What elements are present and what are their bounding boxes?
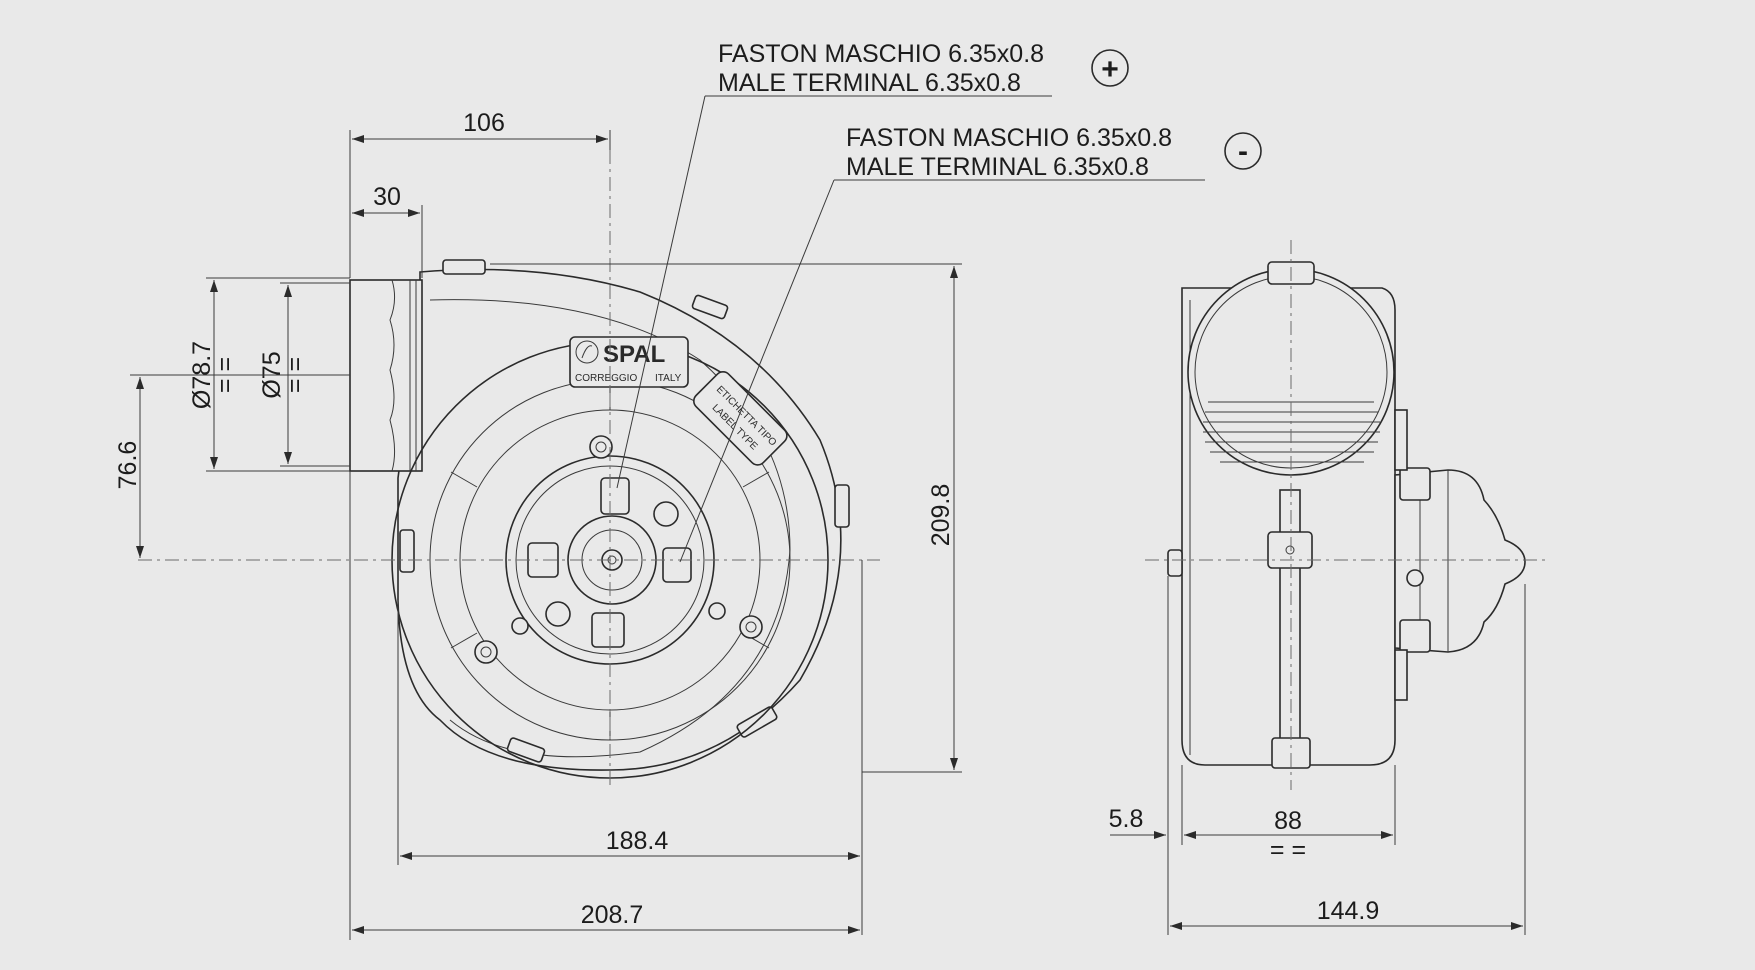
outlet-seam <box>389 279 396 472</box>
terminal-tab <box>591 612 625 648</box>
dimensions-side: 5.8 88 = = 144.9 <box>1109 576 1526 935</box>
note-positive-terminal: FASTON MASCHIO 6.35x0.8 MALE TERMINAL 6.… <box>616 40 1129 489</box>
housing-clip <box>834 484 850 528</box>
logo-brand: SPAL <box>603 341 665 368</box>
housing-clip <box>506 737 546 763</box>
side-terminal <box>1399 619 1431 653</box>
side-motor-screw <box>1406 569 1424 587</box>
note-positive-line1: FASTON MASCHIO 6.35x0.8 <box>718 40 1044 68</box>
dim-188-4: 188.4 <box>606 827 669 855</box>
dim-208-7: 208.7 <box>581 901 644 929</box>
dim-144-9: 144.9 <box>1317 897 1380 925</box>
side-bracket <box>1394 649 1408 701</box>
housing-clip <box>691 294 729 320</box>
housing-clip <box>399 529 415 573</box>
positive-symbol: + <box>1101 53 1119 86</box>
dim-88: 88 <box>1274 807 1302 835</box>
side-center-rod <box>1279 489 1301 741</box>
front-view: SPAL CORREGGIO ITALY ETICHETTA TIPO LABE… <box>138 150 880 790</box>
logo-right-text: ITALY <box>655 373 682 384</box>
outlet-duct <box>349 279 423 472</box>
housing-clip <box>442 259 486 275</box>
logo-left-text: CORREGGIO <box>575 373 637 384</box>
spal-logo: SPAL CORREGGIO ITALY <box>569 336 689 388</box>
dim-30: 30 <box>373 183 401 211</box>
positive-symbol-circle <box>1091 49 1129 87</box>
dim-equal-mark: = = <box>1270 836 1306 864</box>
negative-symbol: - <box>1238 135 1248 168</box>
note-negative-line2: MALE TERMINAL 6.35x0.8 <box>846 153 1149 181</box>
side-terminal <box>1399 467 1431 501</box>
side-rod-pin <box>1285 545 1295 555</box>
note-positive-line2: MALE TERMINAL 6.35x0.8 <box>718 69 1021 97</box>
dim-76-6: 76.6 <box>114 441 142 490</box>
note-negative-line1: FASTON MASCHIO 6.35x0.8 <box>846 124 1172 152</box>
side-left-boss <box>1167 549 1183 577</box>
negative-symbol-circle <box>1224 132 1262 170</box>
screw-bosses <box>474 435 763 664</box>
side-motor <box>1394 469 1526 653</box>
dim-209-8: 209.8 <box>927 484 955 547</box>
dimensions-front: 106 30 Ø78.7 = = Ø75 = = 76.6 209.8 <box>114 109 962 940</box>
terminal-tab <box>662 547 692 583</box>
terminal-tab <box>600 477 630 515</box>
dim-106: 106 <box>463 109 505 137</box>
side-rod-block <box>1267 531 1313 569</box>
dim-5-8: 5.8 <box>1109 805 1144 833</box>
note-negative-terminal: FASTON MASCHIO 6.35x0.8 MALE TERMINAL 6.… <box>679 124 1262 563</box>
side-bracket <box>1394 409 1408 471</box>
side-view <box>1145 240 1545 790</box>
